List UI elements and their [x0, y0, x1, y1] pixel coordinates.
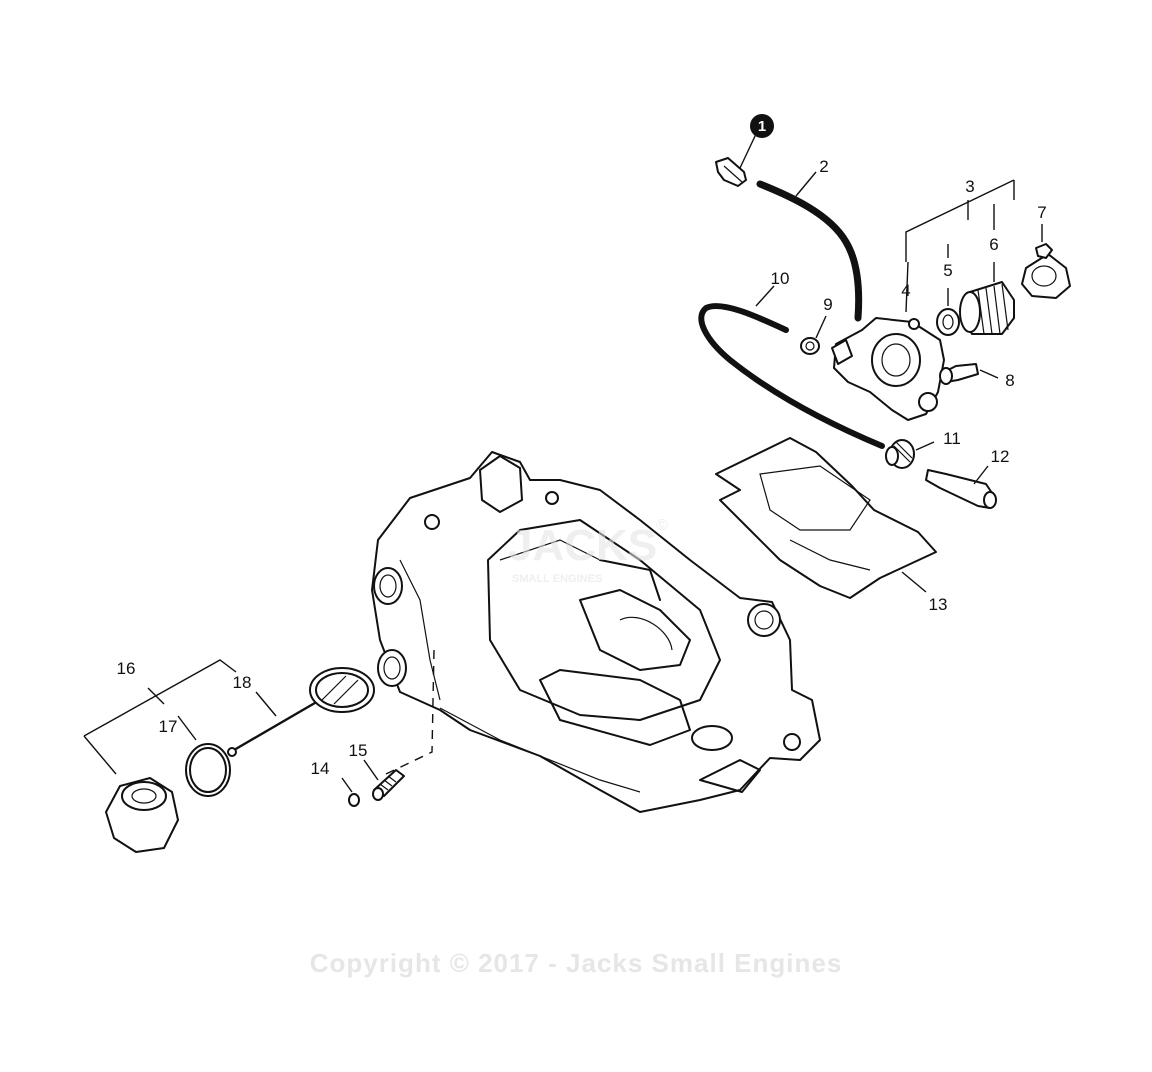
callout-12: 12	[991, 447, 1010, 466]
part-16-group-bracket	[83, 659, 237, 775]
svg-text:JACKS: JACKS	[508, 521, 657, 570]
callout-5: 5	[943, 261, 952, 280]
callout-2: 2	[819, 157, 828, 176]
part-5-washer	[936, 288, 960, 336]
callout-16: 16	[117, 659, 136, 678]
callout-3: 3	[965, 177, 974, 196]
callout-13: 13	[929, 595, 948, 614]
part-13-cover-plate	[715, 437, 937, 599]
svg-text:SMALL ENGINES: SMALL ENGINES	[512, 573, 602, 585]
part-16-oil-cap	[105, 777, 179, 853]
part-9-o-ring	[800, 315, 827, 355]
callout-labels: 1 2 3 4 5 6 7 8 9 10 11 12 13 14 15 16 1…	[117, 114, 1047, 778]
callout-8: 8	[1005, 371, 1014, 390]
part-12-pin	[925, 465, 997, 509]
part-11-grommet	[885, 439, 935, 469]
callout-6: 6	[989, 235, 998, 254]
part-6-worm-gear	[959, 262, 1015, 335]
part-3-group-bracket	[905, 179, 1015, 262]
part-10-oil-line	[698, 285, 885, 449]
callout-9: 9	[823, 295, 832, 314]
callout-15: 15	[349, 741, 368, 760]
part-17-seal-ring	[185, 743, 231, 797]
part-18-retainer-strap	[227, 667, 375, 757]
callout-1-badge	[750, 114, 774, 138]
copyright-notice: Copyright © 2017 - Jacks Small Engines	[309, 948, 843, 978]
callout-1: 1	[758, 118, 766, 135]
callout-17: 17	[159, 717, 178, 736]
part-14-small-o-ring	[341, 777, 360, 807]
part-2-oil-hose	[756, 171, 863, 322]
callout-18: 18	[233, 673, 252, 692]
part-7-drive-cap	[1021, 224, 1071, 299]
callout-14: 14	[311, 759, 330, 778]
assembly-dash-line	[385, 649, 435, 775]
callout-11: 11	[943, 429, 961, 448]
crankcase-housing	[371, 451, 821, 813]
part-8-screw	[939, 363, 999, 385]
svg-text:©: ©	[656, 517, 668, 534]
part-15-bolt	[363, 759, 405, 801]
watermark-logo: JACKS SMALL ENGINES ©	[508, 517, 668, 585]
part-1-hose-fitting	[715, 133, 757, 187]
callout-7: 7	[1037, 203, 1046, 222]
callout-4: 4	[901, 281, 910, 300]
callout-10: 10	[771, 269, 790, 288]
part-4-oil-pump	[831, 261, 945, 421]
